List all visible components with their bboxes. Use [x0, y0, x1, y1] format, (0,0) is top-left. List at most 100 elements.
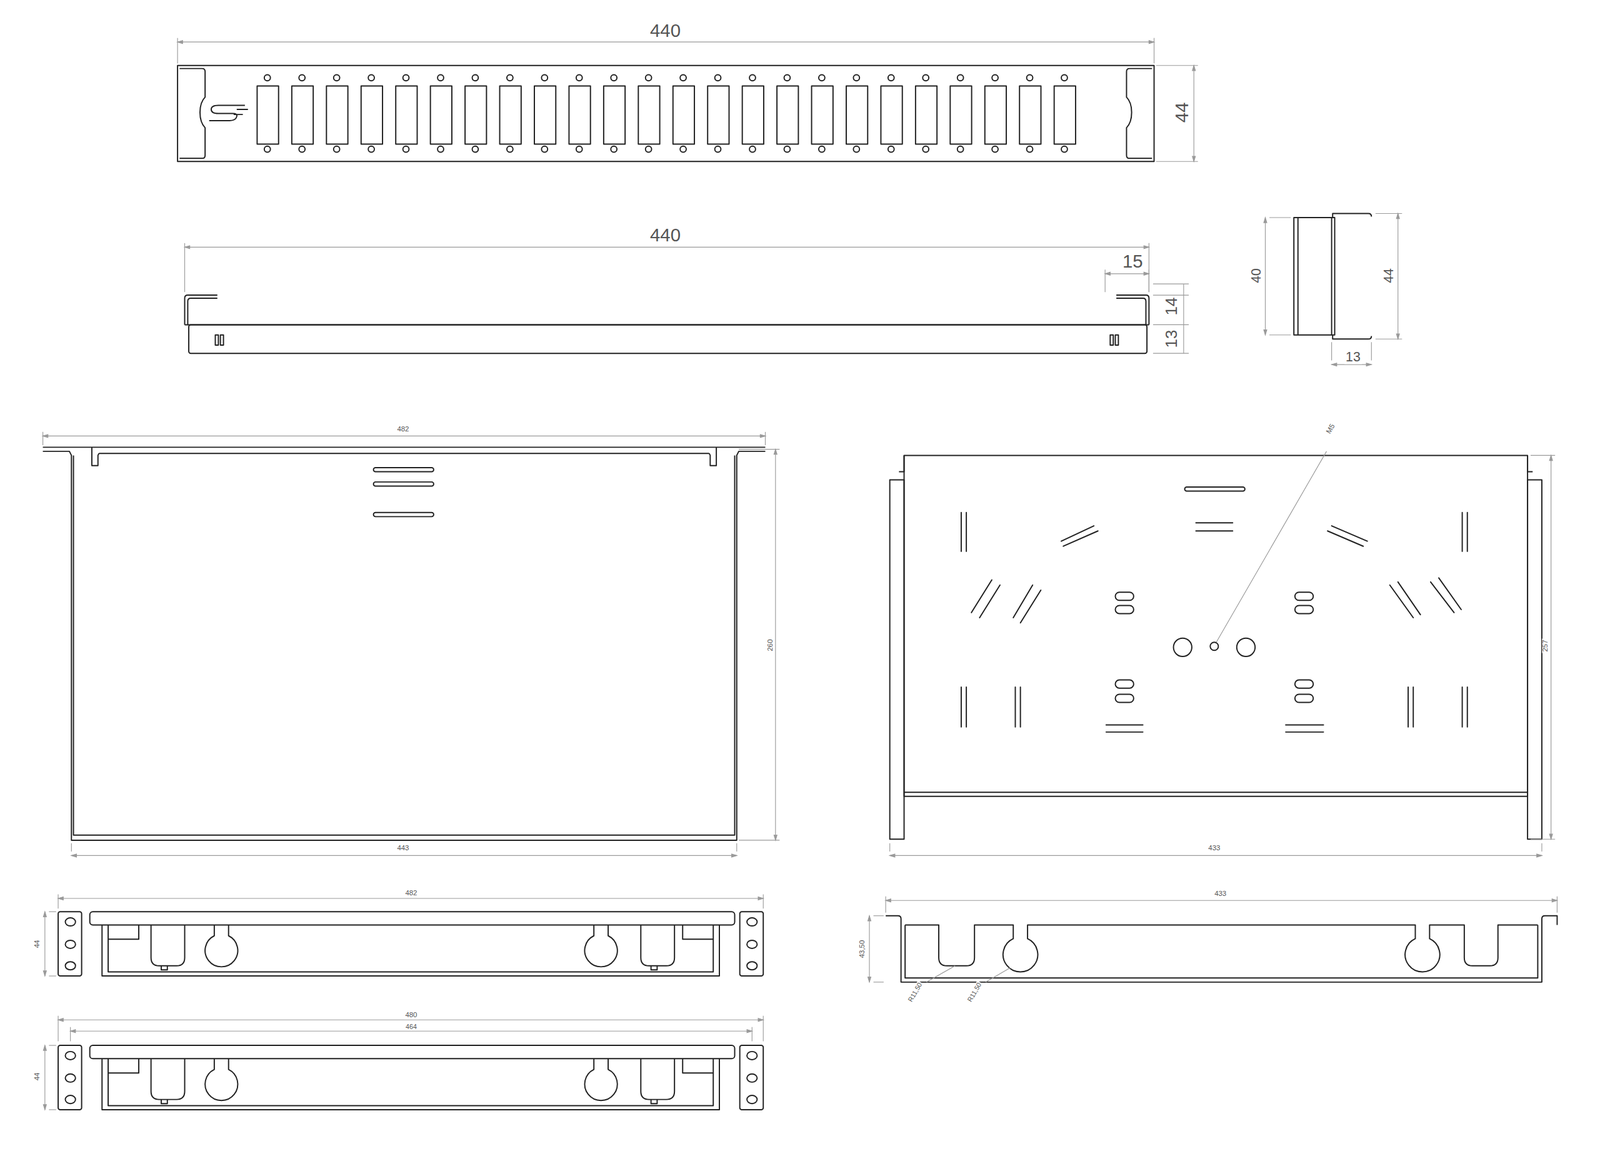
screw-hole — [853, 146, 860, 153]
screw-hole — [991, 74, 999, 81]
cable-tie-slot — [979, 585, 1000, 618]
round-hole — [1173, 638, 1192, 657]
dimension-label: 482 — [395, 426, 410, 434]
extension-line — [70, 1026, 71, 1042]
dimension-label: 260 — [766, 637, 774, 652]
dimension-label: 440 — [648, 225, 682, 244]
dimension-line — [185, 246, 1150, 248]
cable-tie-slot — [1412, 686, 1414, 727]
dimension-label: 14 — [1163, 295, 1180, 317]
extension-line — [873, 915, 884, 916]
screw-hole — [610, 146, 617, 153]
dimension-label: R11,50 — [906, 980, 925, 1004]
screw-hole — [888, 74, 895, 81]
dimension-arrow — [1148, 40, 1154, 44]
dimension-line — [890, 855, 1542, 856]
keyhole — [205, 1058, 238, 1100]
bracket-inner — [108, 924, 714, 972]
vent-slot — [373, 512, 434, 517]
cable-tie-slot — [1398, 581, 1421, 615]
adapter-port — [776, 85, 799, 144]
keyhole — [585, 1058, 618, 1100]
screw-hole — [403, 74, 410, 81]
dimension-arrow — [1396, 213, 1400, 219]
dimension-arrow — [1396, 333, 1400, 339]
cable-tie-slot — [965, 686, 967, 727]
dimension-line — [885, 900, 1557, 901]
screw-hole — [680, 74, 687, 81]
screw-hole — [784, 74, 791, 81]
adapter-port — [465, 85, 487, 144]
bracket-inner — [108, 1058, 714, 1105]
leader-line — [985, 967, 1010, 982]
screw-hole — [264, 74, 271, 81]
dimension-arrow — [746, 1029, 752, 1033]
extension-line — [48, 975, 56, 976]
screw-hole — [888, 146, 895, 153]
cable-slot-profile — [905, 924, 1538, 972]
extension-line — [1105, 269, 1106, 292]
adapter-port — [915, 85, 937, 144]
dimension-line — [1331, 364, 1372, 365]
rack-hole — [746, 1051, 757, 1060]
leader-line — [1216, 451, 1327, 642]
extension-line — [736, 843, 737, 852]
panel-flange — [185, 295, 218, 325]
dimension-label: 43,50 — [858, 938, 866, 960]
screw-hole — [1061, 146, 1068, 153]
oval-hole — [1295, 680, 1314, 689]
dimension-arrow — [71, 853, 77, 857]
extension-line — [1331, 341, 1332, 360]
dimension-line — [1397, 213, 1399, 339]
cable-tie-slot — [960, 512, 962, 552]
screw-hole — [610, 74, 617, 81]
dimension-label: 464 — [404, 1022, 419, 1030]
plate-hook — [898, 455, 1533, 472]
adapter-port — [291, 85, 314, 144]
dimension-label: 40 — [1249, 266, 1263, 285]
bracket-outline — [885, 915, 1557, 982]
dimension-arrow — [43, 434, 49, 438]
adapter-port — [707, 85, 729, 144]
cable-tie-slot — [960, 686, 962, 727]
extension-line — [1153, 324, 1189, 325]
cable-tie-slot — [1106, 723, 1144, 725]
extension-line — [738, 448, 780, 450]
dimension-label: M5 — [1324, 421, 1337, 436]
dimension-arrow — [58, 1018, 64, 1022]
dimension-label: 257 — [1542, 638, 1550, 654]
dimension-arrow — [70, 1029, 76, 1033]
cable-tie-slot — [1331, 525, 1368, 541]
screw-hole — [853, 74, 860, 81]
extension-line — [873, 981, 884, 982]
dimension-arrow — [1366, 363, 1372, 367]
extension-line — [1371, 341, 1372, 360]
screw-hole — [403, 146, 410, 153]
dimension-line — [1265, 217, 1266, 335]
extension-line — [1269, 334, 1291, 335]
rack-ear — [58, 911, 82, 976]
extension-line — [48, 1108, 56, 1110]
adapter-port — [950, 85, 972, 144]
cable-tie-slot — [1020, 686, 1022, 727]
adapter-port — [673, 85, 695, 144]
screw-hole — [506, 146, 514, 153]
oval-hole — [1115, 680, 1134, 689]
oval-hole — [1115, 605, 1134, 614]
vent-slot — [373, 467, 434, 472]
screw-hole — [784, 146, 791, 153]
dimension-group — [43, 38, 1558, 1110]
cable-tie-slot — [1285, 723, 1324, 725]
outline-path — [98, 452, 709, 454]
screw-hole — [680, 146, 687, 153]
dimension-line — [177, 41, 1154, 43]
screw-hole — [264, 146, 271, 153]
cable-tie-slot — [1020, 590, 1042, 623]
outline-path — [1298, 217, 1332, 335]
dimension-arrow — [868, 976, 872, 982]
mounting-ear — [1126, 68, 1152, 159]
dimension-label: 44 — [1381, 266, 1395, 285]
dimension-arrow — [1263, 330, 1267, 335]
cable-tie-slot — [1063, 530, 1099, 546]
adapter-port — [361, 85, 383, 144]
